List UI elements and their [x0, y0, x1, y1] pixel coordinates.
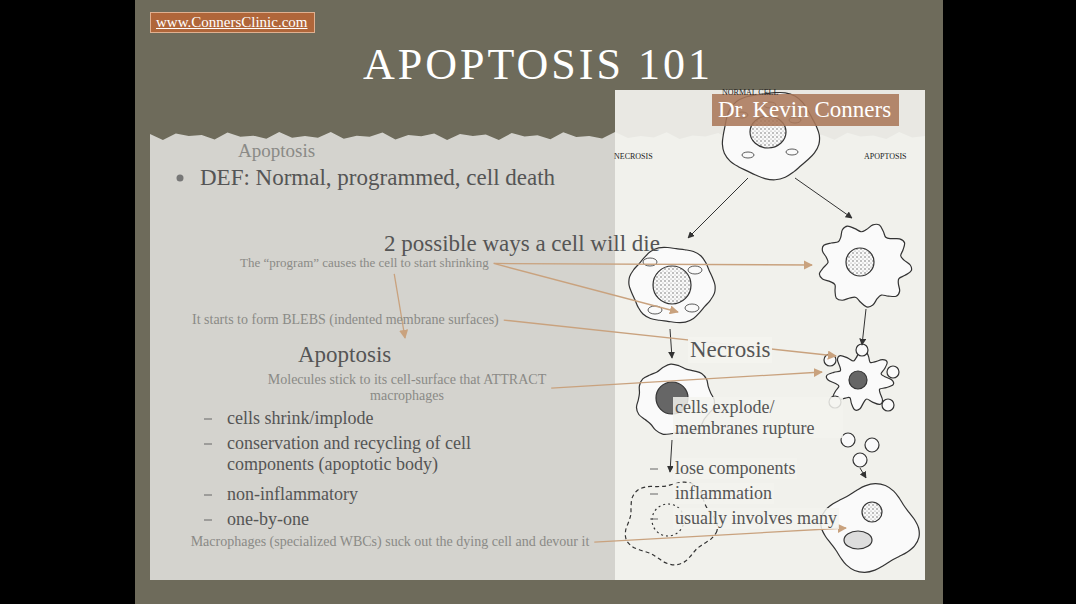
- list-marks: [177, 175, 659, 521]
- slide-ground: [135, 0, 943, 604]
- author-label: Dr. Kevin Conners: [712, 94, 899, 126]
- subheading: 2 possible ways a cell will die: [384, 231, 660, 257]
- leader-line: [494, 263, 812, 265]
- leader-lines: [394, 263, 846, 542]
- leader-line: [504, 320, 836, 356]
- figure-label: NORMAL CELL: [722, 88, 778, 97]
- leader-line: [494, 263, 678, 312]
- list-item: usually involves many: [673, 508, 839, 529]
- leader-line: [394, 274, 405, 338]
- leader-line: [551, 372, 822, 388]
- label-text: Dr. Kevin Conners: [718, 97, 893, 123]
- annotation: Macrophages (specialized WBCs) suck out …: [190, 534, 590, 550]
- list-item: lose components: [673, 458, 797, 479]
- list-item: inflammation: [673, 483, 774, 504]
- list-item: conservation and recycling of cell compo…: [227, 433, 519, 474]
- annotation: The “program” causes the cell to start s…: [240, 256, 489, 271]
- list-item: non-inflammatory: [227, 484, 358, 505]
- slide-title: APOPTOSIS 101: [238, 40, 838, 91]
- annotation: Molecules stick to its cell-surface that…: [232, 372, 582, 404]
- list-item: cells shrink/implode: [227, 408, 373, 429]
- list-item: cells explode/ membranes rupture: [673, 397, 843, 438]
- leader-line: [594, 528, 846, 542]
- list-item: one-by-one: [227, 509, 309, 530]
- figure-label: APOPTOSIS: [864, 152, 907, 161]
- faded-heading: Apoptosis: [238, 140, 315, 162]
- cell-illustration: [625, 92, 919, 572]
- column-heading: Apoptosis: [298, 342, 391, 368]
- annotation: It starts to form BLEBS (indented membra…: [192, 312, 499, 328]
- definition: DEF: Normal, programmed, cell death: [200, 165, 555, 191]
- column-heading: Necrosis: [688, 337, 772, 363]
- figure-label: NECROSIS: [614, 152, 653, 161]
- website-label: www.ConnersClinic.com: [150, 12, 315, 33]
- label-text: www.ConnersClinic.com: [156, 14, 309, 31]
- illustration-panel: [615, 90, 925, 580]
